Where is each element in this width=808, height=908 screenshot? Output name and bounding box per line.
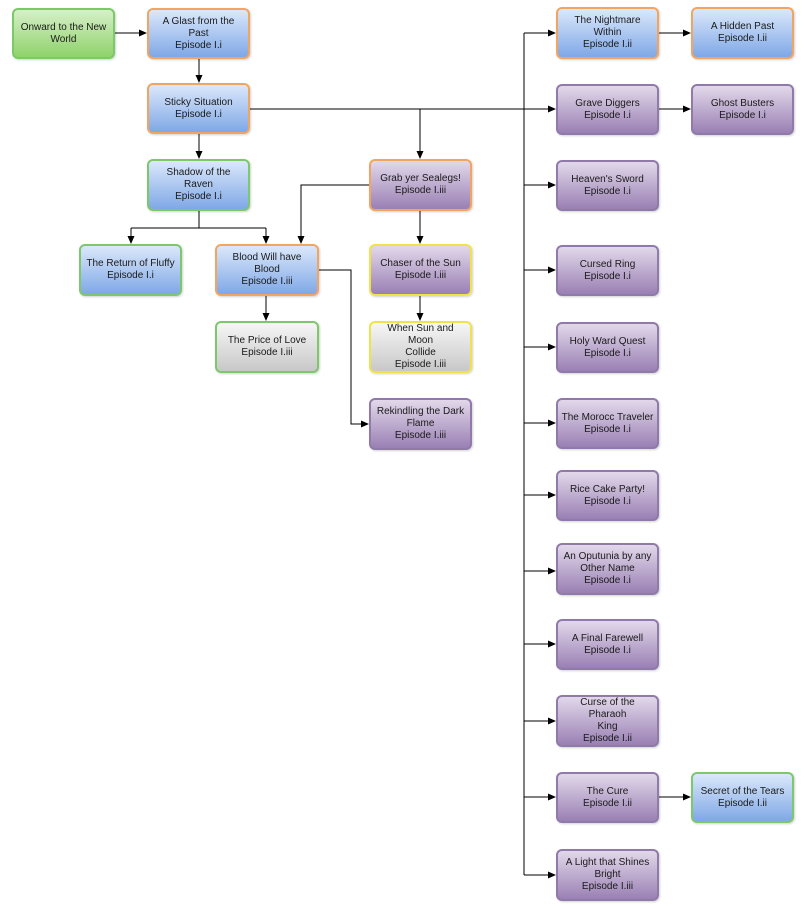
node-line: Blood Will have <box>232 252 302 263</box>
node-blood-will-have-blood[interactable]: Blood Will have Blood Episode I.iii <box>215 244 319 296</box>
node-line: The Nightmare <box>574 15 641 26</box>
node-line: The Price of Love <box>227 335 307 346</box>
node-chaser-of-the-sun[interactable]: Chaser of the Sun Episode I.iii <box>369 244 472 296</box>
node-line: Episode I.ii <box>583 39 632 50</box>
node-rekindling-the-dark-flame[interactable]: Rekindling the Dark Flame Episode I.iii <box>369 398 472 450</box>
node-line: Episode I.i <box>719 109 766 121</box>
node-a-glast-from-the-past[interactable]: A Glast from the Past Episode I.i <box>147 8 250 59</box>
node-heavens-sword[interactable]: Heaven's Sword Episode I.i <box>556 160 659 211</box>
node-line: World <box>50 33 77 45</box>
node-line: Curse of the Pharaoh <box>580 697 635 720</box>
node-line: Episode I.i <box>584 575 631 586</box>
node-the-morocc-traveler[interactable]: The Morocc Traveler Episode I.i <box>556 398 659 449</box>
node-line: Shadow of the Raven <box>166 167 231 190</box>
node-line: Onward to the New <box>20 21 107 33</box>
node-line: Collide <box>405 347 436 358</box>
node-line: Episode I.i <box>584 644 631 656</box>
node-rice-cake-party[interactable]: Rice Cake Party! Episode I.i <box>556 470 659 521</box>
node-sticky-situation[interactable]: Sticky Situation Episode I.i <box>147 83 250 134</box>
node-an-oputunia-by-any-other-name[interactable]: An Oputunia by any Other Name Episode I.… <box>556 543 659 595</box>
node-line: Episode I.iii <box>241 276 293 287</box>
node-line: Grab yer Sealegs! <box>380 173 461 184</box>
node-line: The Cure <box>586 785 629 797</box>
node-line: Other Name <box>580 563 635 574</box>
node-line: The Morocc Traveler <box>561 411 654 423</box>
node-line: Ghost Busters <box>710 97 775 109</box>
node-line: Episode I.iii <box>581 881 634 892</box>
node-onward-to-the-new-world[interactable]: Onward to the New World <box>12 8 115 59</box>
node-a-final-farewell[interactable]: A Final Farewell Episode I.i <box>556 619 659 670</box>
node-line: A Glast from the Past <box>162 15 235 39</box>
node-the-return-of-fluffy[interactable]: The Return of Fluffy Episode I.i <box>79 244 182 296</box>
node-line: Episode I.iii <box>394 185 447 196</box>
node-line: Episode I.i <box>584 270 631 282</box>
node-line: Rekindling the Dark <box>376 406 465 417</box>
node-line: Chaser of the Sun <box>380 258 461 269</box>
node-curse-of-the-pharaoh-king[interactable]: Curse of the Pharaoh King Episode I.ii <box>556 695 659 747</box>
node-line: Episode I.i <box>584 109 631 121</box>
node-line: Episode I.i <box>584 185 631 197</box>
node-line: Episode I.iii <box>394 270 447 281</box>
node-line: Episode I.ii <box>718 797 767 809</box>
node-line: Episode I.i <box>584 423 631 435</box>
node-line: Flame <box>406 418 435 429</box>
node-grab-yer-sealegs[interactable]: Grab yer Sealegs! Episode I.iii <box>369 159 472 211</box>
node-line: Bright <box>594 869 621 880</box>
node-line: Grave Diggers <box>575 97 640 109</box>
node-a-hidden-past[interactable]: A Hidden Past Episode I.ii <box>691 7 794 59</box>
node-when-sun-and-moon-collide[interactable]: When Sun and Moon Collide Episode I.iii <box>369 321 472 373</box>
node-line: Secret of the Tears <box>700 785 785 797</box>
node-line: Episode I.iii <box>394 359 447 370</box>
node-cursed-ring[interactable]: Cursed Ring Episode I.i <box>556 245 659 296</box>
node-line: Rice Cake Party! <box>569 483 646 495</box>
node-secret-of-the-tears[interactable]: Secret of the Tears Episode I.ii <box>691 772 794 823</box>
node-the-price-of-love[interactable]: The Price of Love Episode I.iii <box>215 321 319 373</box>
node-ghost-busters[interactable]: Ghost Busters Episode I.i <box>691 84 794 135</box>
node-line: Sticky Situation <box>164 96 233 108</box>
connector-sealegs-blood <box>297 184 369 244</box>
node-line: Episode I.i <box>584 347 631 359</box>
node-grave-diggers[interactable]: Grave Diggers Episode I.i <box>556 84 659 135</box>
node-line: Episode I.i <box>175 108 222 120</box>
node-the-cure[interactable]: The Cure Episode I.ii <box>556 772 659 823</box>
node-line: Within <box>593 27 622 38</box>
node-line: Holy Ward Quest <box>569 335 646 347</box>
node-line: Episode I.ii <box>583 733 632 744</box>
node-line: When Sun and Moon <box>387 323 454 346</box>
node-holy-ward-quest[interactable]: Holy Ward Quest Episode I.i <box>556 322 659 373</box>
node-line: Episode I.i <box>175 191 222 202</box>
node-line: Episode I.ii <box>583 797 632 809</box>
node-the-nightmare-within[interactable]: The Nightmare Within Episode I.ii <box>556 7 659 59</box>
node-line: Heaven's Sword <box>571 173 644 185</box>
node-line: Blood <box>254 264 280 275</box>
node-line: A Light that Shines <box>565 857 650 868</box>
connector-blood-rekindle <box>319 269 369 428</box>
connector-raven-split <box>131 211 266 229</box>
node-line: Episode I.iii <box>394 430 447 441</box>
node-a-light-that-shines-bright[interactable]: A Light that Shines Bright Episode I.iii <box>556 849 659 901</box>
node-line: Cursed Ring <box>579 258 636 270</box>
node-line: Episode I.ii <box>718 33 767 44</box>
node-shadow-of-the-raven[interactable]: Shadow of the Raven Episode I.i <box>147 159 250 211</box>
node-line: Episode I.iii <box>241 347 293 358</box>
node-line: The Return of Fluffy <box>86 258 175 269</box>
node-line: Episode I.i <box>107 270 154 281</box>
node-line: A Final Farewell <box>571 632 644 644</box>
node-line: Episode I.i <box>175 39 222 51</box>
node-line: King <box>597 721 618 732</box>
node-line: An Oputunia by any <box>563 551 652 562</box>
node-line: A Hidden Past <box>710 21 775 32</box>
node-line: Episode I.i <box>584 495 631 507</box>
